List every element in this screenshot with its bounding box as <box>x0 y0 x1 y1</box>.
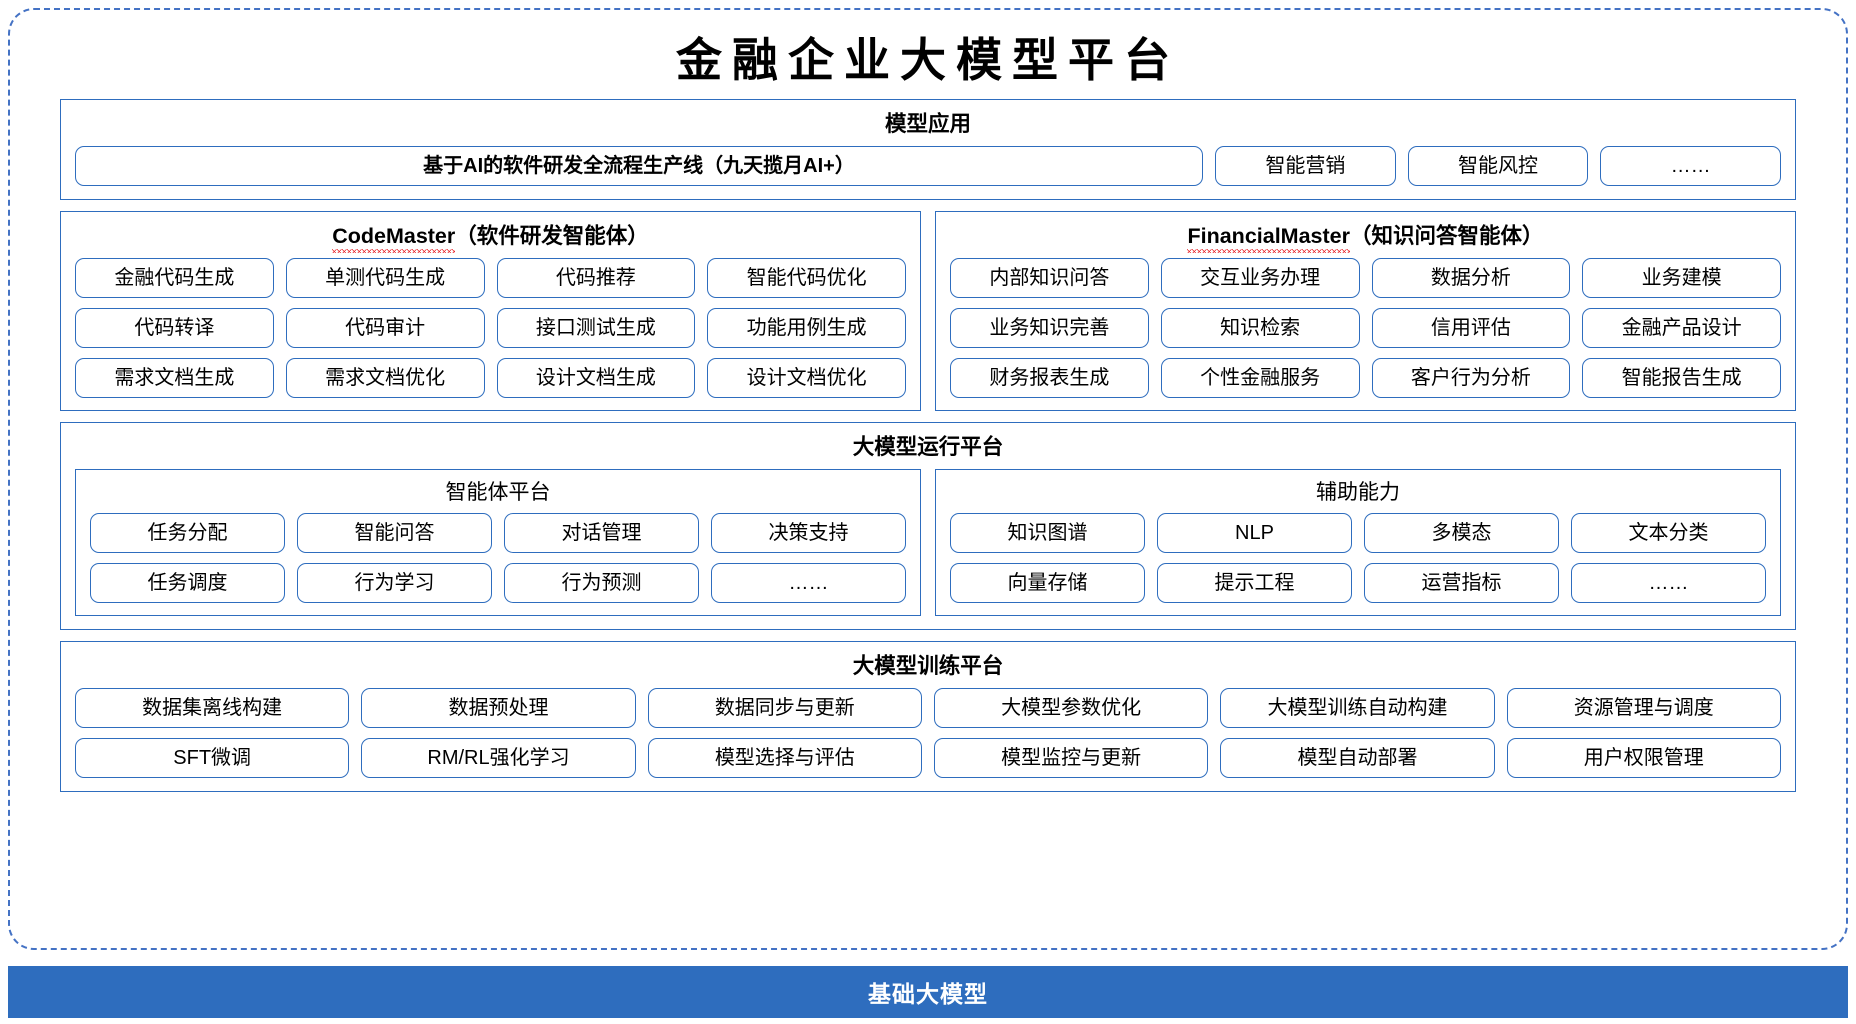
chip-operation-metrics[interactable]: 运营指标 <box>1364 562 1559 603</box>
chip-prompt-engineering[interactable]: 提示工程 <box>1157 562 1352 603</box>
app-chip-smart-risk-control[interactable]: 智能风控 <box>1407 145 1589 186</box>
financial-master-row-3: 财务报表生成 个性金融服务 客户行为分析 智能报告生成 <box>950 357 1781 398</box>
section-title-financial-master: FinancialMaster（知识问答智能体） <box>950 220 1781 258</box>
chip-interactive-business-handling[interactable]: 交互业务办理 <box>1160 257 1360 298</box>
chip-text-classification[interactable]: 文本分类 <box>1571 512 1766 553</box>
chip-customer-behavior-analysis[interactable]: 客户行为分析 <box>1371 357 1571 398</box>
code-master-cn-name: （软件研发智能体） <box>455 223 649 248</box>
chip-design-doc-gen[interactable]: 设计文档生成 <box>496 357 696 398</box>
chip-behavior-learning[interactable]: 行为学习 <box>297 562 492 603</box>
chip-sft-finetuning[interactable]: SFT微调 <box>75 737 350 778</box>
subsection-title-support-ability: 辅助能力 <box>1316 480 1400 504</box>
code-master-row-2: 代码转译 代码审计 接口测试生成 功能用例生成 <box>75 307 906 348</box>
chip-vector-storage[interactable]: 向量存储 <box>950 562 1145 603</box>
runtime-columns: 智能体平台 任务分配 智能问答 对话管理 决策支持 任务调度 行为学习 行为预测… <box>75 468 1781 616</box>
section-title-runtime-platform: 大模型运行平台 <box>852 434 1004 459</box>
chip-rm-rl-reinforcement-learning[interactable]: RM/RL强化学习 <box>361 737 636 778</box>
chip-support-ability-more[interactable]: …… <box>1571 562 1766 603</box>
training-row-2: SFT微调 RM/RL强化学习 模型选择与评估 模型监控与更新 模型自动部署 用… <box>75 737 1781 778</box>
subsection-title-agent-platform: 智能体平台 <box>445 480 551 504</box>
base-model-label: 基础大模型 <box>868 981 988 1007</box>
chip-code-audit[interactable]: 代码审计 <box>285 307 485 348</box>
support-ability-row-2: 向量存储 提示工程 运营指标 …… <box>950 562 1766 603</box>
chip-decision-support[interactable]: 决策支持 <box>711 512 906 553</box>
chip-personalized-financial-service[interactable]: 个性金融服务 <box>1160 357 1360 398</box>
chip-financial-statement-gen[interactable]: 财务报表生成 <box>950 357 1149 398</box>
financial-master-row-2: 业务知识完善 知识检索 信用评估 金融产品设计 <box>950 307 1781 348</box>
chip-design-doc-optimization[interactable]: 设计文档优化 <box>707 357 906 398</box>
section-title-code-master: CodeMaster（软件研发智能体） <box>75 220 906 258</box>
panel-agent-platform: 智能体平台 任务分配 智能问答 对话管理 决策支持 任务调度 行为学习 行为预测… <box>75 468 921 616</box>
training-row-1: 数据集离线构建 数据预处理 数据同步与更新 大模型参数优化 大模型训练自动构建 … <box>75 687 1781 728</box>
chip-user-permission-management[interactable]: 用户权限管理 <box>1506 737 1781 778</box>
chip-requirement-doc-gen[interactable]: 需求文档生成 <box>75 357 274 398</box>
chip-nlp[interactable]: NLP <box>1157 512 1352 553</box>
chip-interface-test-gen[interactable]: 接口测试生成 <box>496 307 696 348</box>
chip-model-selection-evaluation[interactable]: 模型选择与评估 <box>647 737 922 778</box>
chip-data-sync-update[interactable]: 数据同步与更新 <box>647 687 922 728</box>
code-master-latin-name: CodeMaster <box>332 223 456 253</box>
chip-code-translation[interactable]: 代码转译 <box>75 307 274 348</box>
chip-data-preprocessing[interactable]: 数据预处理 <box>361 687 636 728</box>
model-applications-row: 基于AI的软件研发全流程生产线（九天揽月AI+） 智能营销 智能风控 …… <box>75 145 1782 186</box>
chip-business-knowledge-improvement[interactable]: 业务知识完善 <box>950 307 1149 348</box>
chip-finance-code-gen[interactable]: 金融代码生成 <box>75 257 274 298</box>
app-chip-more[interactable]: …… <box>1600 145 1782 186</box>
chip-financial-product-design[interactable]: 金融产品设计 <box>1582 307 1781 348</box>
chip-model-auto-deployment[interactable]: 模型自动部署 <box>1220 737 1495 778</box>
chip-credit-assessment[interactable]: 信用评估 <box>1371 307 1571 348</box>
agent-platform-row-1: 任务分配 智能问答 对话管理 决策支持 <box>90 512 906 553</box>
chip-behavior-prediction[interactable]: 行为预测 <box>504 562 699 603</box>
chip-functional-case-gen[interactable]: 功能用例生成 <box>707 307 906 348</box>
chip-model-parameter-optimization[interactable]: 大模型参数优化 <box>933 687 1209 728</box>
app-chip-smart-marketing[interactable]: 智能营销 <box>1215 145 1396 186</box>
panel-financial-master: FinancialMaster（知识问答智能体） 内部知识问答 交互业务办理 数… <box>935 210 1796 411</box>
code-master-row-1: 金融代码生成 单测代码生成 代码推荐 智能代码优化 <box>75 257 906 298</box>
chip-resource-management-scheduling[interactable]: 资源管理与调度 <box>1506 687 1781 728</box>
chip-knowledge-retrieval[interactable]: 知识检索 <box>1160 307 1360 348</box>
chip-smart-code-optimization[interactable]: 智能代码优化 <box>707 257 906 298</box>
base-model-bar: 基础大模型 <box>8 966 1848 1018</box>
section-runtime-platform: 大模型运行平台 智能体平台 任务分配 智能问答 对话管理 决策支持 任务调度 行… <box>60 421 1796 630</box>
code-master-row-3: 需求文档生成 需求文档优化 设计文档生成 设计文档优化 <box>75 357 906 398</box>
panel-support-ability: 辅助能力 知识图谱 NLP 多模态 文本分类 向量存储 提示工程 运营指标 …… <box>935 468 1781 616</box>
section-training-platform: 大模型训练平台 数据集离线构建 数据预处理 数据同步与更新 大模型参数优化 大模… <box>60 640 1796 792</box>
section-title-model-applications: 模型应用 <box>884 112 971 136</box>
chip-task-allocation[interactable]: 任务分配 <box>90 512 285 553</box>
section-model-applications: 模型应用 基于AI的软件研发全流程生产线（九天揽月AI+） 智能营销 智能风控 … <box>60 99 1796 200</box>
panel-code-master: CodeMaster（软件研发智能体） 金融代码生成 单测代码生成 代码推荐 智… <box>60 210 921 411</box>
app-chip-ai-pipeline[interactable]: 基于AI的软件研发全流程生产线（九天揽月AI+） <box>75 145 1203 186</box>
platform-outer-container: 金融企业大模型平台 模型应用 基于AI的软件研发全流程生产线（九天揽月AI+） … <box>8 8 1848 950</box>
chip-data-analysis[interactable]: 数据分析 <box>1371 257 1571 298</box>
chip-model-monitoring-update[interactable]: 模型监控与更新 <box>933 737 1209 778</box>
chip-dialog-management[interactable]: 对话管理 <box>504 512 699 553</box>
chip-multimodal[interactable]: 多模态 <box>1364 512 1559 553</box>
chip-business-modeling[interactable]: 业务建模 <box>1582 257 1781 298</box>
section-agents: CodeMaster（软件研发智能体） 金融代码生成 单测代码生成 代码推荐 智… <box>60 210 1796 411</box>
financial-master-row-1: 内部知识问答 交互业务办理 数据分析 业务建模 <box>950 257 1781 298</box>
agent-platform-row-2: 任务调度 行为学习 行为预测 …… <box>90 562 906 603</box>
chip-requirement-doc-optimization[interactable]: 需求文档优化 <box>285 357 485 398</box>
chip-smart-qa[interactable]: 智能问答 <box>297 512 492 553</box>
chip-task-scheduling[interactable]: 任务调度 <box>90 562 285 603</box>
chip-dataset-offline-construction[interactable]: 数据集离线构建 <box>75 687 350 728</box>
chip-training-auto-construction[interactable]: 大模型训练自动构建 <box>1220 687 1495 728</box>
chip-code-recommendation[interactable]: 代码推荐 <box>496 257 696 298</box>
chip-smart-report-gen[interactable]: 智能报告生成 <box>1582 357 1781 398</box>
page-title: 金融企业大模型平台 <box>676 33 1180 87</box>
financial-master-latin-name: FinancialMaster <box>1187 223 1350 253</box>
financial-master-cn-name: （知识问答智能体） <box>1349 223 1544 248</box>
chip-unit-test-code-gen[interactable]: 单测代码生成 <box>285 257 485 298</box>
chip-agent-platform-more[interactable]: …… <box>711 562 906 603</box>
support-ability-row-1: 知识图谱 NLP 多模态 文本分类 <box>950 512 1766 553</box>
chip-knowledge-graph[interactable]: 知识图谱 <box>950 512 1145 553</box>
chip-internal-knowledge-qa[interactable]: 内部知识问答 <box>950 257 1149 298</box>
section-title-training-platform: 大模型训练平台 <box>852 653 1004 678</box>
